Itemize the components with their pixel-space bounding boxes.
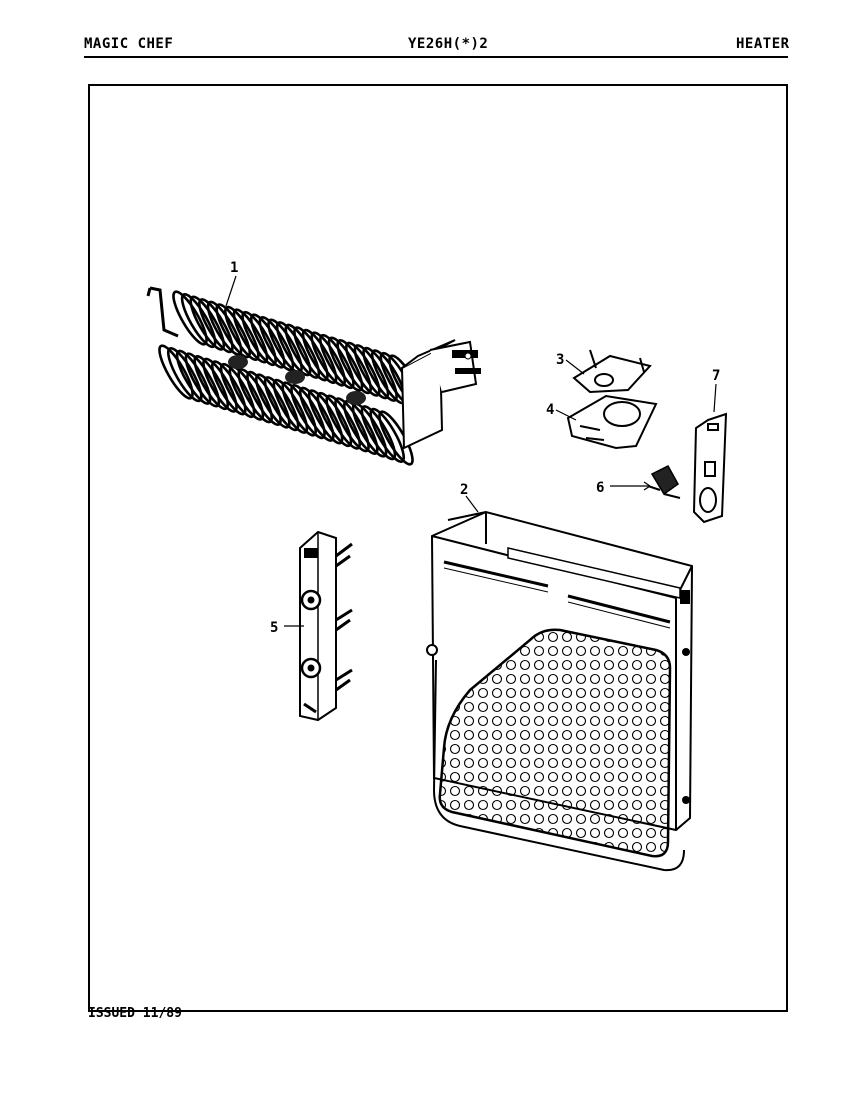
section-title: HEATER — [736, 36, 790, 52]
mounting-plate-part-7 — [692, 412, 728, 524]
model-number: YE26H(*)2 — [408, 36, 489, 52]
brand-label: MAGIC CHEF — [84, 36, 174, 52]
callout-2: 2 — [460, 482, 468, 498]
header-rule — [84, 56, 788, 58]
callouts — [225, 275, 717, 627]
callout-1: 1 — [230, 260, 238, 276]
gasket-part-4 — [566, 394, 658, 450]
bracket-part-3 — [572, 349, 652, 394]
callout-7: 7 — [712, 368, 720, 384]
diagram-frame — [88, 84, 788, 1012]
issued-date: ISSUED 11/89 — [88, 1006, 182, 1021]
thermal-fuse-part-6 — [647, 465, 681, 499]
callout-3: 3 — [556, 352, 564, 368]
terminal-block-part-5 — [299, 530, 353, 722]
callout-6: 6 — [596, 480, 604, 496]
heater-housing-part-2 — [426, 510, 694, 872]
callout-5: 5 — [270, 620, 278, 636]
callout-4: 4 — [546, 402, 554, 418]
heater-element-part — [146, 286, 481, 466]
